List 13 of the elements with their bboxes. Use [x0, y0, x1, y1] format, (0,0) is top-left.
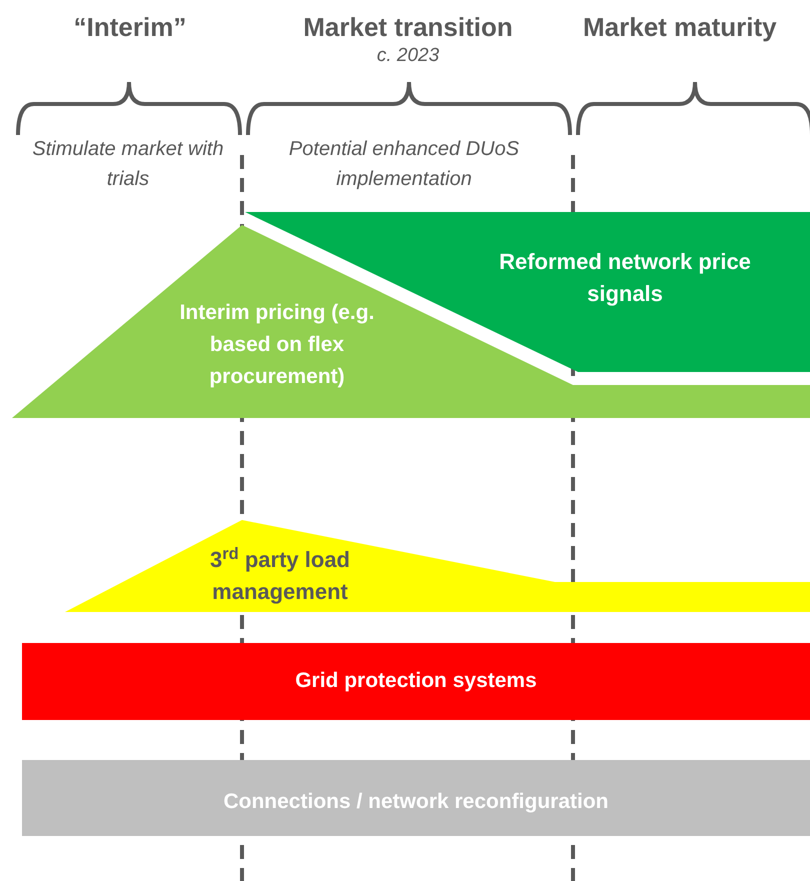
phase-note: Stimulate market with trials	[32, 138, 224, 190]
phase-heading: Market transition	[303, 12, 513, 42]
date-label: c. 2023	[376, 45, 440, 66]
protection-bar	[22, 643, 810, 720]
phase-heading: Market maturity	[583, 12, 777, 42]
band-label: 3$^{rd}$ party load management	[210, 547, 350, 604]
band-label: Interim pricing (e.g. based on flex procurement)	[180, 301, 374, 388]
band-label: Grid protection systems	[295, 669, 537, 692]
connections-bar	[22, 760, 810, 836]
band-label: Connections / network reconfiguration	[223, 790, 609, 813]
band-label: Reformed network price signals	[499, 249, 751, 306]
phase-note: Potential enhanced DUoS implementation	[288, 138, 520, 190]
phase-heading: “Interim”	[74, 12, 186, 42]
